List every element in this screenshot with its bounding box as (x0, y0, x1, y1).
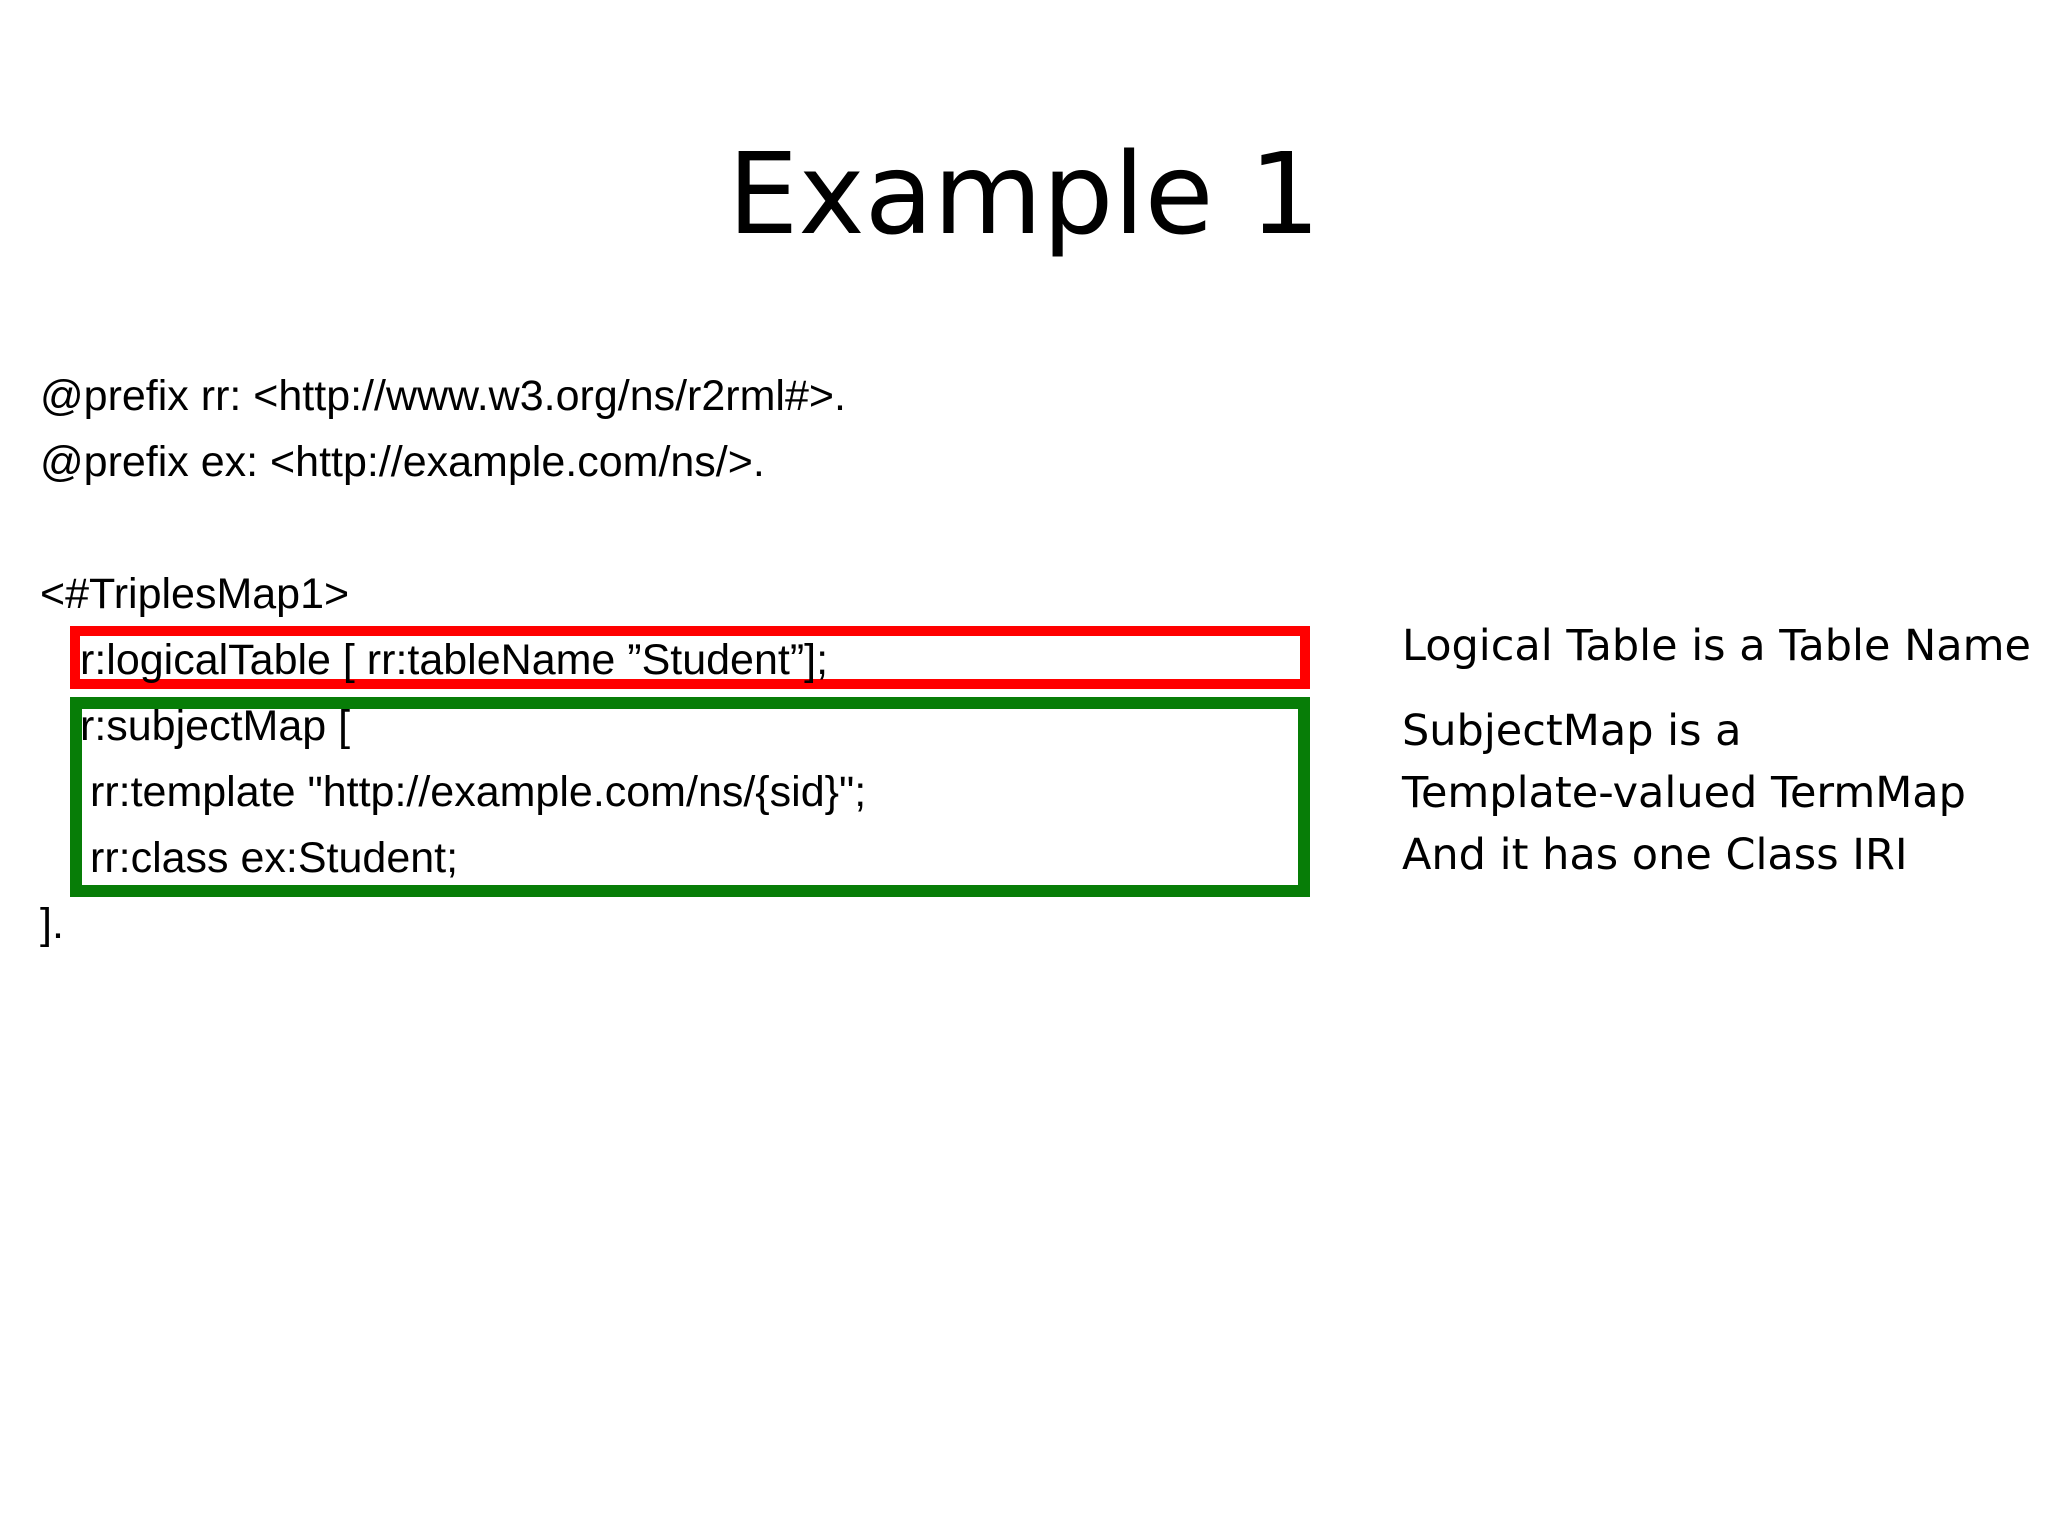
subject-map-highlight-box (70, 697, 1310, 897)
logical-table-line: r:logicalTable [ rr:tableName ”Student”]… (80, 636, 829, 684)
subject-map-note-line-1: SubjectMap is a (1402, 706, 1742, 756)
prefix-ex-line: @prefix ex: <http://example.com/ns/>. (40, 438, 765, 486)
subject-map-open-line: r:subjectMap [ (80, 702, 351, 750)
class-line: rr:class ex:Student; (90, 834, 459, 882)
subject-map-note-line-2: Template-valued TermMap (1402, 768, 1966, 818)
logical-table-highlight-box (70, 626, 1310, 689)
logical-table-note: Logical Table is a Table Name (1402, 621, 2031, 671)
close-bracket-line: ]. (40, 900, 64, 948)
prefix-rr-line: @prefix rr: <http://www.w3.org/ns/r2rml#… (40, 372, 846, 420)
subject-map-note-line-3: And it has one Class IRI (1402, 830, 1908, 880)
slide-title: Example 1 (727, 130, 1321, 260)
template-line: rr:template "http://example.com/ns/{sid}… (90, 768, 867, 816)
triples-map-line: <#TriplesMap1> (40, 570, 350, 618)
